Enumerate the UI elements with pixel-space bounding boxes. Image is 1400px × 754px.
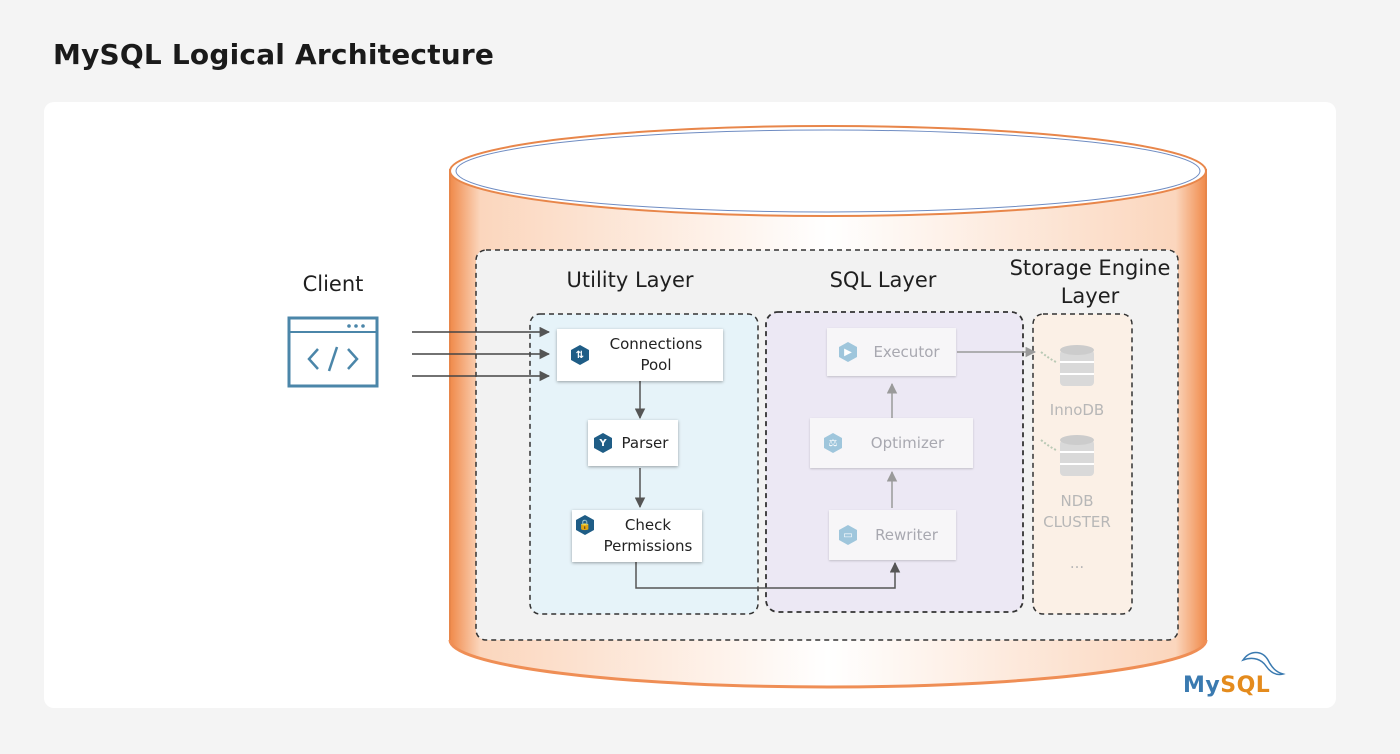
executor-play-icon: ▶ bbox=[839, 342, 857, 362]
connections-pool-label-line2: Pool bbox=[640, 356, 672, 374]
storage-engine-title-line2: Layer bbox=[1060, 284, 1120, 308]
check-permissions-label-line2: Permissions bbox=[603, 537, 693, 555]
executor-node: ▶ Executor bbox=[827, 328, 956, 376]
optimizer-icon: ⚖ bbox=[824, 433, 842, 453]
check-permissions-label-line1: Check bbox=[624, 516, 672, 534]
executor-label: Executor bbox=[873, 342, 940, 361]
optimizer-label: Optimizer bbox=[870, 433, 945, 452]
rewriter-icon: ▭ bbox=[839, 525, 857, 545]
check-permissions-node: 🔒 Check Permissions bbox=[572, 510, 702, 562]
innodb-database-icon bbox=[1040, 345, 1094, 386]
client-request-arrows bbox=[412, 326, 551, 382]
parser-label: Parser bbox=[621, 433, 669, 452]
mysql-dolphin-icon bbox=[1241, 651, 1286, 676]
optimizer-node: ⚖ Optimizer bbox=[810, 418, 973, 468]
sql-layer-title: SQL Layer bbox=[829, 268, 937, 292]
innodb-label: InnoDB bbox=[1049, 401, 1105, 419]
rewriter-label: Rewriter bbox=[875, 525, 938, 544]
ndb-label-line1: NDB bbox=[1060, 492, 1094, 510]
storage-engine-layer-title: Storage Engine Layer bbox=[1000, 254, 1180, 310]
logo-my: My bbox=[1183, 673, 1221, 698]
storage-engine-title-line1: Storage Engine bbox=[1009, 256, 1171, 280]
parser-icon: Y bbox=[594, 433, 612, 453]
arrow-permissions-to-rewriter bbox=[635, 561, 901, 589]
ndb-label-line2: CLUSTER bbox=[1043, 513, 1111, 531]
client-label: Client bbox=[302, 272, 364, 296]
logo-sql: SQL bbox=[1220, 673, 1271, 698]
ndb-cluster-label: NDB CLUSTER bbox=[1040, 491, 1114, 533]
connections-pool-node: ⇅ Connections Pool bbox=[557, 329, 723, 381]
mysql-logo: MySQL bbox=[1183, 673, 1270, 698]
ndb-cluster-database-icon bbox=[1040, 435, 1094, 476]
utility-layer-title: Utility Layer bbox=[566, 268, 694, 292]
client-code-icon bbox=[287, 316, 379, 388]
more-engines-ellipsis: ... bbox=[1069, 554, 1085, 572]
parser-node: Y Parser bbox=[588, 420, 678, 466]
connections-pool-label-line1: Connections bbox=[609, 335, 703, 353]
rewriter-node: ▭ Rewriter bbox=[829, 510, 956, 560]
connections-pool-icon: ⇅ bbox=[571, 345, 589, 365]
lock-icon: 🔒 bbox=[576, 515, 594, 535]
page-title: MySQL Logical Architecture bbox=[53, 38, 495, 71]
